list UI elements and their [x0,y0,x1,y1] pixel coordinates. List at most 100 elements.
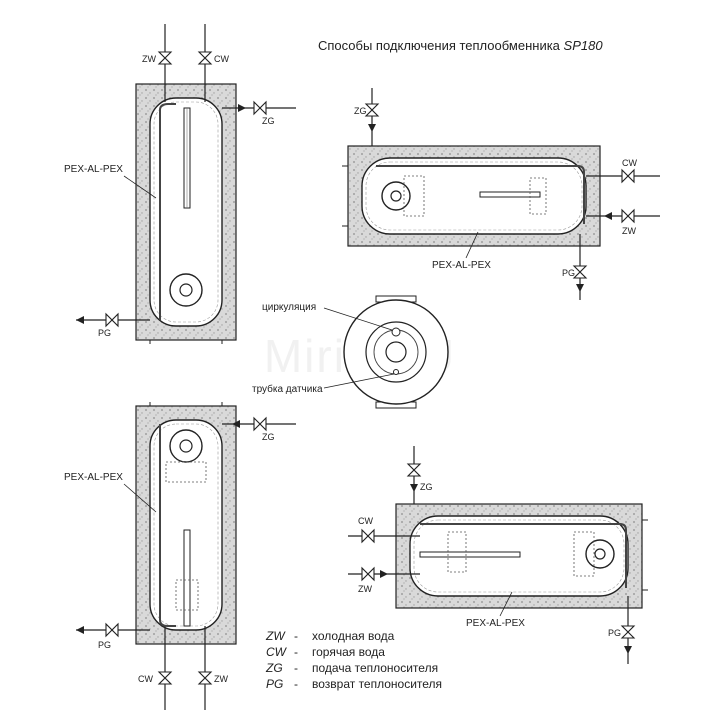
port-label-cw: CW [622,158,637,168]
legend-code: ZW [265,629,286,643]
tank-inner-wall [365,161,583,231]
legend-item: CW - горячая вода [266,645,385,659]
port-label-zw: ZW [622,226,636,236]
port-label-pg: PG [608,628,621,638]
leader-line [499,591,513,617]
leader-line [323,373,395,389]
tank-inner-wall [413,519,625,593]
legend-code: ZG [265,661,283,675]
legend-code: CW [266,645,288,659]
rod-bracket [447,531,467,573]
diagram-horizontal-bottom: ZG CW ZW PG PEX-AL-PEX [348,446,648,664]
tank-body [149,97,223,327]
port-label-cw: CW [358,516,373,526]
anode-rod [183,529,191,627]
zg-arrow-icon [410,484,418,492]
diagram-vertical-top: ZW CW ZG PG PEX-AL-PEX [64,24,296,344]
legend-text: горячая вода [312,645,385,659]
zw-arrow-icon [380,570,388,578]
port-label-zg: ZG [262,116,275,126]
zw-valve-icon [361,566,375,582]
rod-bracket [175,579,199,611]
port-label-zw: ZW [358,584,372,594]
coil-tube [159,424,176,627]
zw-arrow-icon [604,212,612,220]
anode-rod [419,551,521,558]
leader-line [323,307,393,331]
flange-bolt [390,190,402,202]
page-title: Способы подключения теплообменника SP180 [318,38,603,53]
coil-tube [420,523,627,588]
flange-bolt [179,283,193,297]
legend-text: подача теплоносителя [312,661,438,675]
flange-center-hole [385,341,407,363]
leader-line [465,231,479,259]
legend-sep: - [294,661,298,675]
legend: ZW - холодная вода CW - горячая вода ZG … [265,629,442,691]
legend-sep: - [294,677,298,691]
sensor-port-icon [393,369,399,375]
tank-inner-wall [153,101,219,323]
circulation-label: циркуляция [262,302,316,313]
zg-valve-icon [364,103,380,117]
tank-body [361,157,587,235]
zg-arrow-icon [238,104,246,112]
diagram-vertical-bottom: ZG PG CW ZW PEX-AL-PEX [64,402,296,710]
cw-valve-icon [621,168,635,184]
zw-valve-icon [197,671,213,685]
port-label-zg: ZG [420,482,433,492]
zg-valve-icon [406,463,422,477]
flange-bracket [403,175,425,217]
cw-valve-icon [197,51,213,65]
circulation-port-icon [391,327,401,337]
rod-bracket [529,177,547,215]
port-label-zw: ZW [142,54,156,64]
zg-arrow-icon [232,420,240,428]
pg-valve-icon [620,625,636,639]
flange-bracket [165,461,207,483]
flange-bracket [573,531,595,577]
legend-code: PG [266,677,283,691]
zw-valve-icon [157,51,173,65]
port-label-cw: CW [138,674,153,684]
port-label-zw: ZW [214,674,228,684]
zg-valve-icon [253,100,267,116]
legend-sep: - [294,629,298,643]
port-label-pg: PG [98,640,111,650]
flange-bolt [179,439,193,453]
pg-valve-icon [572,265,588,279]
pipe-label: PEX-AL-PEX [432,260,491,271]
legend-text: возврат теплоносителя [312,677,442,691]
port-label-zg: ZG [354,106,367,116]
flange-bolt [594,548,606,560]
diagram-horizontal-top: ZG CW ZW PG PEX-AL-PEX [342,88,660,300]
coil-tube [376,165,585,224]
pg-valve-icon [105,622,119,638]
pg-arrow-icon [576,284,584,292]
sensor-tube-label: трубка датчика [252,383,323,395]
flange-end-view: циркуляция трубка датчика [252,295,449,409]
zw-valve-icon [621,208,635,224]
pipe-label: PEX-AL-PEX [64,164,123,175]
legend-item: ZG - подача теплоносителя [265,661,438,675]
zg-valve-icon [253,416,267,432]
anode-rod [479,191,541,198]
cw-valve-icon [361,528,375,544]
legend-text: холодная вода [312,629,395,643]
pg-arrow-icon [76,626,84,634]
pg-valve-icon [105,312,119,328]
legend-sep: - [294,645,298,659]
pg-arrow-icon [624,646,632,654]
pg-arrow-icon [76,316,84,324]
port-label-pg: PG [98,328,111,338]
legend-item: PG - возврат теплоносителя [266,677,442,691]
leader-line [123,175,157,199]
coil-tube [159,103,176,320]
pipe-label: PEX-AL-PEX [64,472,123,483]
tank-body [149,419,223,631]
port-label-cw: CW [214,54,229,64]
zg-arrow-icon [368,124,376,132]
port-label-zg: ZG [262,432,275,442]
